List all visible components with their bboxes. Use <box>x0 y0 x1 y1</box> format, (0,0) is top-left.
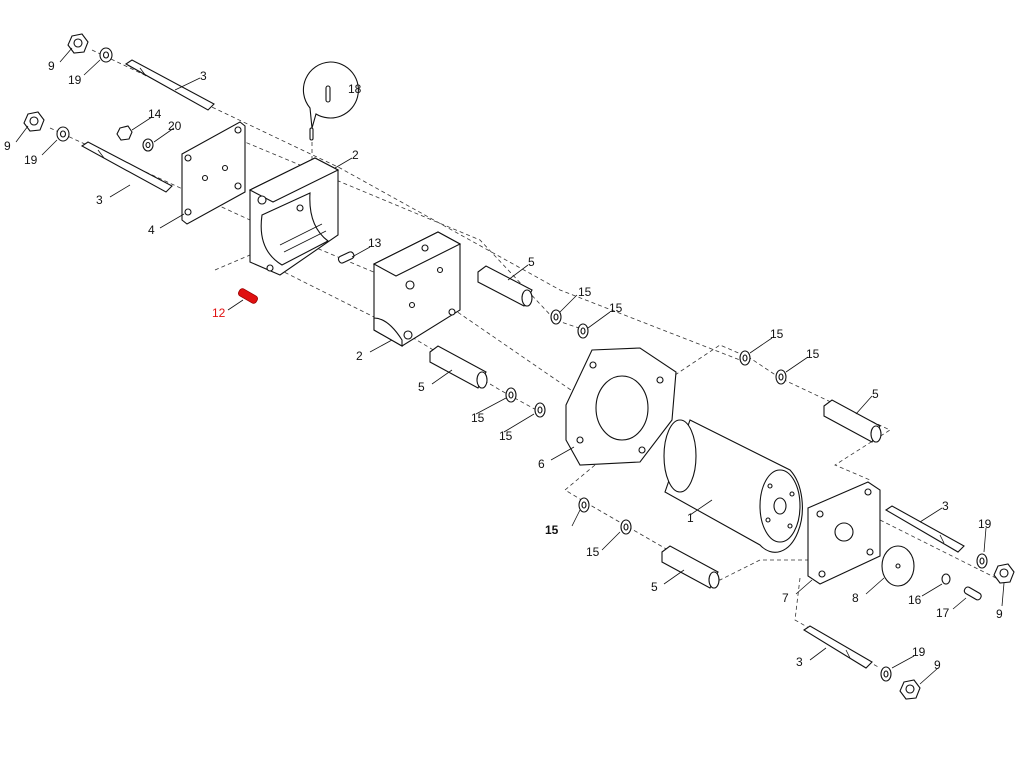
callout-label: 15 <box>578 285 592 299</box>
flange-6 <box>565 347 677 466</box>
callout-label: 15 <box>770 327 784 341</box>
spacer-5-b <box>429 345 488 389</box>
nut-9-bottom <box>899 679 921 700</box>
callout-label: 3 <box>796 655 803 669</box>
callout-label: 18 <box>348 82 362 96</box>
callout-label: 14 <box>148 107 162 121</box>
washer-19-right <box>976 553 988 569</box>
callout-label: 7 <box>782 591 789 605</box>
detail-bubble-18 <box>302 61 359 141</box>
callout-labels: 9 19 3 9 19 14 20 3 4 18 2 13 12 2 5 15 … <box>4 59 1003 672</box>
callout-label-highlighted: 12 <box>212 306 226 320</box>
callout-label: 3 <box>942 499 949 513</box>
callout-label: 9 <box>4 139 11 153</box>
screw-17 <box>963 586 982 601</box>
callout-label: 9 <box>934 658 941 672</box>
disc-8 <box>881 545 915 587</box>
callout-label: 2 <box>356 349 363 363</box>
spacer-5-c <box>823 399 882 443</box>
washer-20 <box>142 138 154 152</box>
callout-label: 8 <box>852 591 859 605</box>
screw-13 <box>337 251 355 264</box>
callout-label: 4 <box>148 223 155 237</box>
washer-19-bottom <box>880 666 892 682</box>
motor-1 <box>663 419 803 553</box>
callout-label: 20 <box>168 119 182 133</box>
callout-label: 19 <box>978 517 992 531</box>
rod-3-right <box>884 505 965 553</box>
plate-4 <box>181 121 246 225</box>
spacer-5-a <box>477 265 533 307</box>
nut-14 <box>116 125 133 141</box>
callout-label: 2 <box>352 148 359 162</box>
callout-label: 9 <box>48 59 55 73</box>
callout-label: 9 <box>996 607 1003 621</box>
rod-3-mid <box>80 141 173 193</box>
callout-label: 17 <box>936 606 950 620</box>
plate-7 <box>807 481 881 585</box>
washer-16 <box>941 573 951 585</box>
callout-label: 15 <box>586 545 600 559</box>
callout-label: 5 <box>651 580 658 594</box>
nut-9-top <box>67 33 89 54</box>
assembly-lines <box>49 49 1001 669</box>
nut-9-mid <box>23 111 45 132</box>
spacer-5-d <box>661 545 720 589</box>
callout-label: 19 <box>24 153 38 167</box>
callout-label: 5 <box>872 387 879 401</box>
callout-label: 13 <box>368 236 382 250</box>
callout-label: 15 <box>609 301 623 315</box>
callout-label: 15 <box>471 411 485 425</box>
callout-label: 3 <box>96 193 103 207</box>
housing-block-2-top <box>248 157 340 276</box>
nut-9-right <box>993 563 1015 584</box>
callout-label: 5 <box>528 255 535 269</box>
callout-label: 15 <box>545 523 559 537</box>
callout-label: 19 <box>912 645 926 659</box>
callout-label: 15 <box>499 429 513 443</box>
callout-label: 6 <box>538 457 545 471</box>
callout-label: 3 <box>200 69 207 83</box>
washer-19-top <box>99 47 113 63</box>
leader-lines <box>15 47 1005 685</box>
callout-label: 1 <box>687 511 694 525</box>
rod-3-top <box>124 59 215 111</box>
washers-15 <box>505 309 787 535</box>
callout-label: 15 <box>806 347 820 361</box>
callout-label: 5 <box>418 380 425 394</box>
housing-block-2-lower <box>372 231 462 347</box>
rod-3-bottom <box>802 625 873 669</box>
screw-12-highlighted <box>238 288 258 304</box>
callout-label: 19 <box>68 73 82 87</box>
washer-19-mid <box>56 126 70 142</box>
callout-label: 16 <box>908 593 922 607</box>
